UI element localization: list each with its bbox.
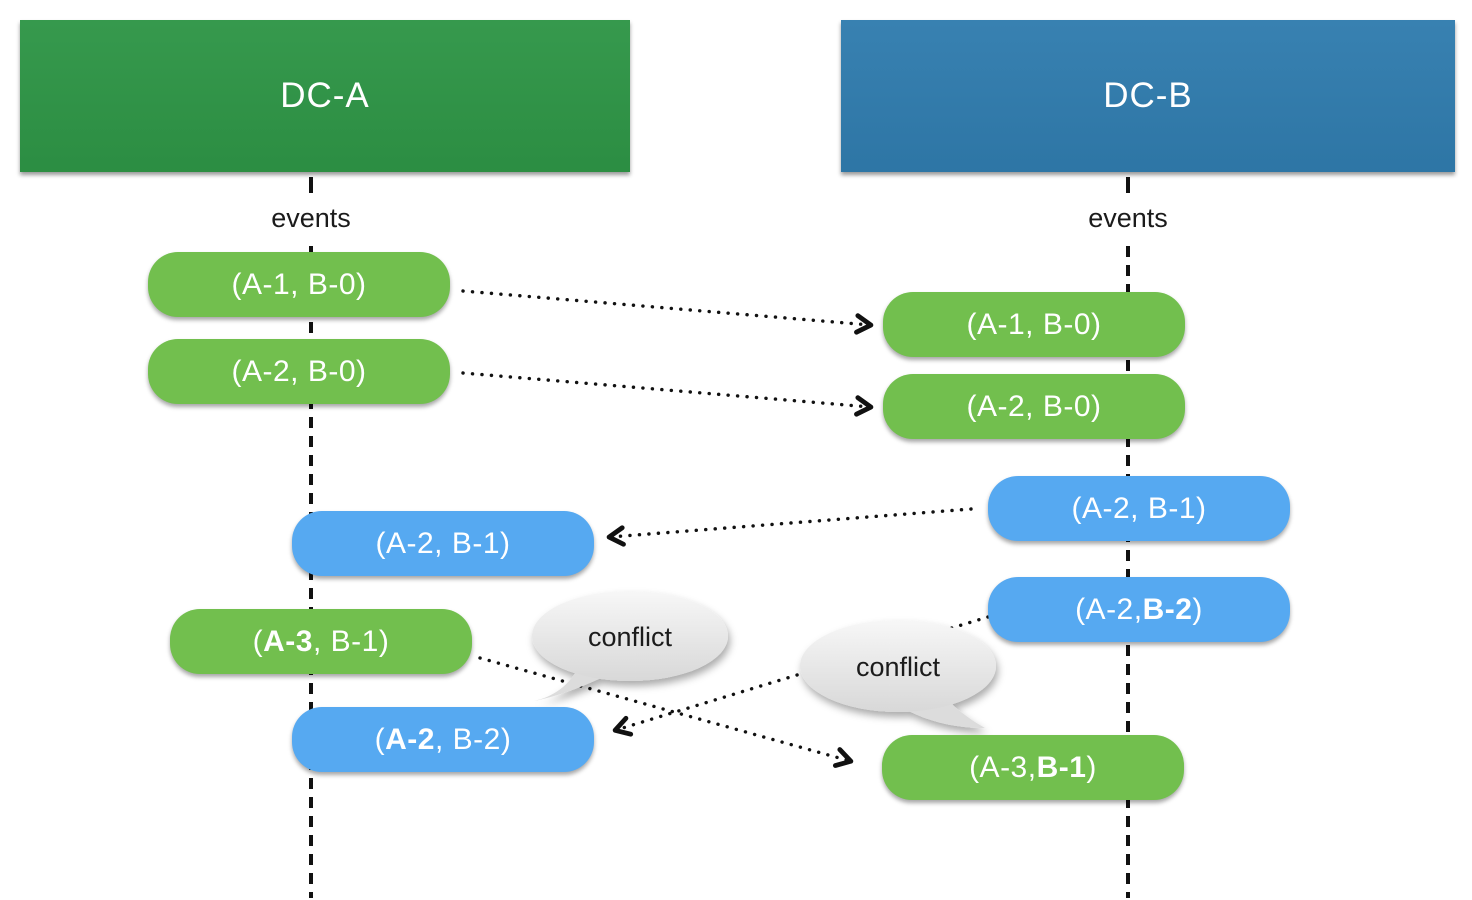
pill-text: ) [1086,750,1097,784]
dc-b-title: DC-B [1103,76,1193,115]
pill-text: (A-2, [1075,592,1143,626]
event-pill-dca-5-replicated: (A-2, B-2) [292,707,594,772]
pill-text: (A-2, B-1) [375,526,511,560]
pill-text: (A-2, B-0) [231,354,367,388]
pill-text-bold: B-1 [1036,750,1087,784]
pill-text: (A-3, [969,750,1037,784]
events-label-dca: events [271,203,351,233]
pill-text: , B-2) [434,722,512,756]
bubble-body [532,591,728,681]
arrow-b3-to-a3 [606,507,973,547]
pill-text: ) [1192,592,1203,626]
event-pill-dcb-1-replicated: (A-1, B-0) [883,292,1185,357]
event-pill-dca-4: (A-3, B-1) [170,609,472,674]
event-pill-dcb-5-replicated: (A-3, B-1) [882,735,1184,800]
pill-text-bold: A-3 [263,624,313,658]
event-pill-dcb-3: (A-2, B-1) [988,476,1290,541]
event-pill-dcb-2-replicated: (A-2, B-0) [883,374,1185,439]
arrow-b4-to-a5 [612,615,990,737]
pill-text: (A-2, B-0) [966,389,1102,423]
dc-b-header: DC-B [841,20,1455,172]
event-pill-dca-3-replicated: (A-2, B-1) [292,511,594,576]
dc-a-header: DC-A [20,20,630,172]
bubble-body [800,620,996,712]
arrow-a2-to-b2 [461,371,874,417]
events-label-dcb: events [1088,203,1168,233]
pill-text-bold: B-2 [1142,592,1193,626]
dc-a-title: DC-A [280,76,370,115]
conflict-label-left: conflict [588,622,673,652]
pill-text: , B-1) [312,624,390,658]
event-pill-dcb-4: (A-2, B-2) [988,577,1290,642]
event-pill-dca-1: (A-1, B-0) [148,252,450,317]
event-pill-dca-2: (A-2, B-0) [148,339,450,404]
pill-text: (A-1, B-0) [966,307,1102,341]
pill-text: ( [374,722,386,756]
conflict-bubble-left [532,591,728,701]
pill-text-bold: A-2 [385,722,435,756]
arrow-a1-to-b1 [461,289,874,335]
conflict-label-right: conflict [856,652,941,682]
pill-text: ( [252,624,264,658]
pill-text: (A-2, B-1) [1071,491,1207,525]
pill-text: (A-1, B-0) [231,267,367,301]
conflict-bubble-right [800,620,996,728]
